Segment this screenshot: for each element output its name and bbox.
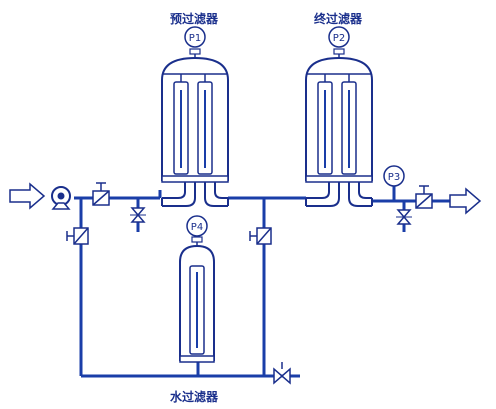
- right-bypass-valve-icon: [249, 227, 272, 245]
- gauge-p3-label: P3: [388, 172, 400, 183]
- outlet-check-valve-icon: [415, 185, 433, 209]
- pre-drain-valve-icon: [130, 207, 146, 223]
- outlet-drain-valve-icon: [396, 209, 412, 225]
- gauge-p2-label: P2: [333, 33, 345, 44]
- pre-filter-housing: [161, 48, 229, 207]
- water-filter-housing: [179, 236, 215, 363]
- final-filter-housing: [305, 48, 373, 207]
- pre-filter-label: 预过滤器: [170, 12, 219, 26]
- gauge-p1-icon: P1: [184, 26, 206, 48]
- gauge-p3-icon: P3: [383, 165, 405, 187]
- water-filter-label: 水过滤器: [170, 390, 219, 404]
- inlet-check-valve-icon: [92, 182, 110, 206]
- outlet-arrow-icon: [449, 187, 482, 215]
- gauge-p1-label: P1: [189, 33, 201, 44]
- gauge-p2-icon: P2: [328, 26, 350, 48]
- inlet-arrow-icon: [9, 182, 46, 210]
- final-filter-label: 终过滤器: [314, 12, 363, 26]
- gauge-p4-icon: P4: [186, 215, 208, 237]
- pump-icon: [51, 186, 71, 210]
- gauge-p4-label: P4: [191, 222, 203, 233]
- left-bypass-valve-icon: [66, 227, 89, 245]
- bottom-drain-valve-icon: [273, 362, 291, 385]
